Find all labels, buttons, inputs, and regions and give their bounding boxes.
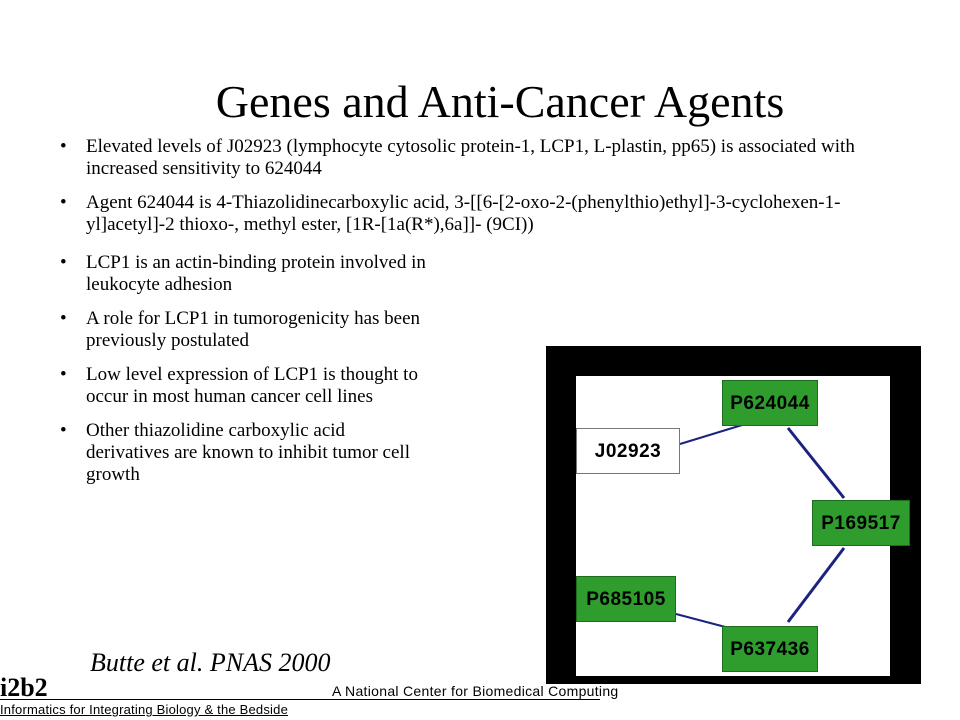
bullet-low-level-expression: Low level expression of LCP1 is thought …	[60, 364, 431, 408]
i2b2-logo: i2b2	[0, 673, 48, 702]
footer-divider	[0, 699, 600, 700]
node-p624044: P624044	[722, 380, 818, 426]
edge-p169517-p637436	[786, 547, 846, 623]
footer-subtitle: Informatics for Integrating Biology & th…	[0, 702, 289, 717]
bullet-thiazolidine-derivatives: Other thiazolidine carboxylic acid deriv…	[60, 420, 431, 486]
bullet-elevated-levels: Elevated levels of J02923 (lymphocyte cy…	[60, 136, 906, 180]
citation: Butte et al. PNAS 2000	[90, 648, 331, 677]
bullet-agent-624044: Agent 624044 is 4-Thiazolidinecarboxylic…	[60, 192, 906, 236]
network-diagram: J02923 P624044 P169517 P637436 P685105	[576, 376, 910, 676]
top-bullet-list: Elevated levels of J02923 (lymphocyte cy…	[60, 136, 906, 248]
node-j02923: J02923	[576, 428, 680, 474]
node-p685105: P685105	[576, 576, 676, 622]
edge-p624044-p169517	[786, 427, 846, 499]
bullet-lcp1-tumorogenicity: A role for LCP1 in tumorogenicity has be…	[60, 308, 431, 352]
node-p169517: P169517	[812, 500, 910, 546]
left-bullet-list: LCP1 is an actin-binding protein involve…	[60, 252, 431, 498]
node-p637436: P637436	[722, 626, 818, 672]
footer-center-text: A National Center for Biomedical Computi…	[332, 683, 619, 699]
bullet-lcp1-actin: LCP1 is an actin-binding protein involve…	[60, 252, 431, 296]
slide-title: Genes and Anti-Cancer Agents	[215, 76, 785, 127]
network-diagram-frame: J02923 P624044 P169517 P637436 P685105	[546, 346, 921, 684]
